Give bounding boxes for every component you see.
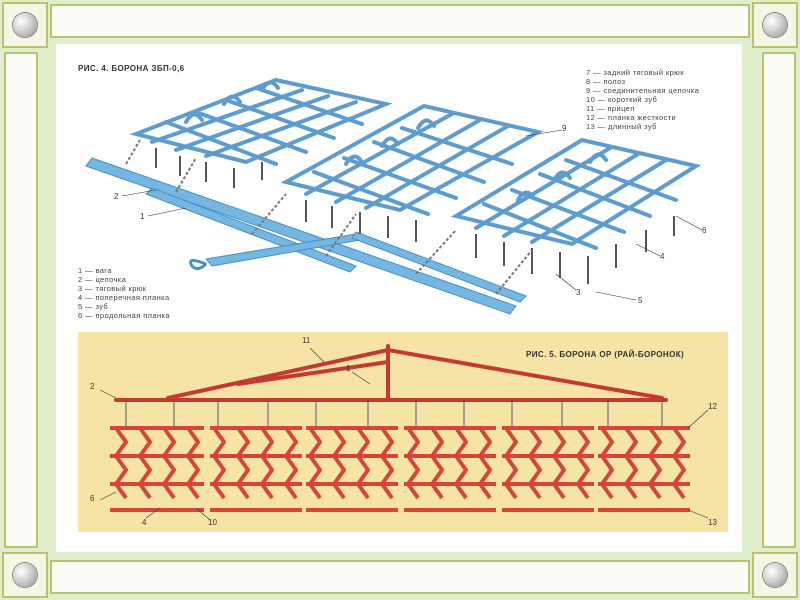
- fig5-title: РИС. 5. БОРОНА ОР (РАЙ-БОРОНОК): [526, 350, 685, 359]
- frame-right-strip: [762, 52, 796, 548]
- fig4-harrow-drawing: [85, 77, 703, 315]
- legend-item: 12 — планка жесткости: [586, 113, 677, 122]
- legend-item: 7 — задний тяговый крюк: [586, 68, 684, 77]
- callout-12: 12: [708, 402, 717, 411]
- callout-1: 1: [346, 364, 351, 373]
- callout-6: 6: [702, 226, 707, 235]
- callout-9: 9: [562, 124, 567, 133]
- callout-2: 2: [90, 382, 95, 391]
- corner-bolt-bottom-right: [752, 552, 798, 598]
- frame-left-strip: [4, 52, 38, 548]
- callout-13: 13: [708, 518, 717, 527]
- legend-item: 11 — прицеп: [586, 104, 635, 113]
- legend-item: 8 — полоз: [586, 77, 626, 86]
- legend-item: 9 — соединительная цепочка: [586, 86, 700, 95]
- corner-bolt-top-left: [2, 2, 48, 48]
- bolt-icon: [13, 13, 37, 37]
- callout-10: 10: [208, 518, 217, 527]
- legend-item: 4 — поперечная планка: [78, 293, 170, 302]
- legend-item: 5 — зуб: [78, 302, 109, 311]
- bolt-icon: [13, 563, 37, 587]
- corner-bolt-top-right: [752, 2, 798, 48]
- poster-page: РИС. 4. БОРОНА ЗБП-0,6 7 — задний тяговы…: [56, 44, 742, 552]
- legend-item: 2 — цепочка: [78, 275, 127, 284]
- fig4-title: РИС. 4. БОРОНА ЗБП-0,6: [78, 64, 185, 73]
- frame-bottom-strip: [50, 560, 750, 594]
- legend-item: 6 — продольная планка: [78, 311, 170, 320]
- callout-6: 6: [90, 494, 95, 503]
- callout-4: 4: [142, 518, 147, 527]
- bolt-icon: [763, 563, 787, 587]
- fig5-panel: РИС. 5. БОРОНА ОР (РАЙ-БОРОНОК): [78, 332, 728, 532]
- callout-2: 2: [114, 192, 119, 201]
- frame-top-strip: [50, 4, 750, 38]
- callout-4: 4: [660, 252, 665, 261]
- callout-3: 3: [576, 288, 581, 297]
- bolt-icon: [763, 13, 787, 37]
- legend-item: 1 — вага: [78, 266, 112, 275]
- callout-5: 5: [638, 296, 643, 305]
- corner-bolt-bottom-left: [2, 552, 48, 598]
- fig5-harrow-drawing: [99, 344, 709, 521]
- legend-item: 3 — тяговый крюк: [78, 284, 147, 293]
- callout-1: 1: [140, 212, 145, 221]
- legend-item: 13 — длинный зуб: [586, 122, 657, 131]
- legend-item: 10 — короткий зуб: [586, 95, 658, 104]
- callout-11: 11: [302, 336, 311, 345]
